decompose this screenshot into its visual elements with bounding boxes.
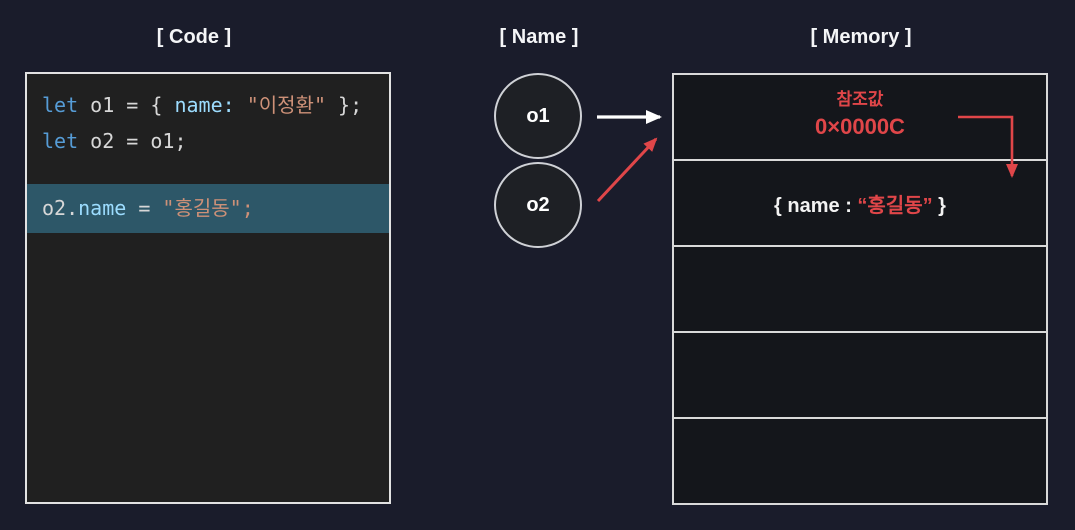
code-editor-panel: let o1 = { name: "이정환" };let o2 = o1;o2.… xyxy=(25,72,391,504)
code-token: let xyxy=(42,93,79,117)
object-literal-segment: “홍길동” xyxy=(857,194,933,217)
code-line xyxy=(27,159,389,184)
code-lines: let o1 = { name: "이정환" };let o2 = o1;o2.… xyxy=(27,87,389,233)
code-line: let o2 = o1; xyxy=(27,123,389,159)
code-token: "이정환" xyxy=(246,93,327,117)
code-token: = xyxy=(126,196,163,220)
memory-cell-2: { name : “홍길동” } xyxy=(674,161,1046,247)
memory-text-line: 참조값 xyxy=(836,89,884,109)
memory-text-line: 0×0000C xyxy=(815,113,905,139)
code-token: let xyxy=(42,129,79,153)
code-token: o1 = { xyxy=(78,93,175,117)
code-token: o2. xyxy=(42,196,79,220)
variable-node-o1: o1 xyxy=(494,73,582,159)
memory-cell-4 xyxy=(674,333,1046,419)
reference-value-text: 참조값 0×0000C xyxy=(815,85,905,140)
code-token: name: xyxy=(174,93,235,117)
code-token: "홍길동"; xyxy=(162,196,254,220)
variable-o1-label: o1 xyxy=(526,104,550,127)
code-token: }; xyxy=(326,93,363,117)
object-literal-segment: } xyxy=(932,194,946,217)
object-literal-text: { name : “홍길동” } xyxy=(774,189,946,218)
code-token: name xyxy=(78,196,127,220)
memory-cell-5 xyxy=(674,419,1046,503)
memory-cell-1: 참조값 0×0000C xyxy=(674,75,1046,161)
code-line-highlighted: o2.name = "홍길동"; xyxy=(27,184,389,233)
o2-to-memory-arrow xyxy=(596,137,658,203)
code-token: o2 = o1; xyxy=(78,129,187,153)
code-token xyxy=(235,93,247,117)
memory-section-title: [ Memory ] xyxy=(810,26,912,48)
variable-node-o2: o2 xyxy=(494,162,582,248)
variable-o2-label: o2 xyxy=(526,193,550,216)
code-line: let o1 = { name: "이정환" }; xyxy=(27,87,389,123)
memory-table: 참조값 0×0000C { name : “홍길동” } xyxy=(672,73,1048,505)
code-section-title: [ Code ] xyxy=(156,26,232,48)
memory-cell-3 xyxy=(674,247,1046,333)
name-section-title: [ Name ] xyxy=(499,26,579,48)
object-literal-segment: { name : xyxy=(774,194,858,217)
